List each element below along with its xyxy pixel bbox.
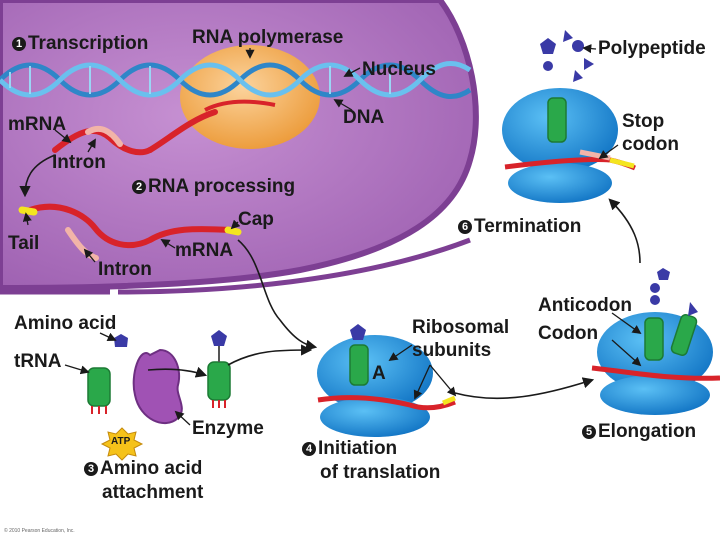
ribosome-elongation [591, 268, 720, 415]
dna-label: DNA [343, 107, 385, 128]
nascent-mrna-in-polymerase [204, 99, 276, 112]
intron-label-top: Intron [52, 152, 106, 173]
label-line2: subunits [412, 339, 492, 361]
atp-shape [100, 427, 144, 461]
cap-label: Cap [238, 209, 274, 230]
pre-mrna-strand [52, 109, 218, 156]
step-number: 4 [302, 442, 316, 456]
copyright-notice: © 2010 Pearson Education, Inc. [4, 528, 75, 534]
tail-label: Tail [8, 233, 40, 254]
amino-acid-shape [114, 334, 128, 347]
intron-label-mid: Intron [98, 259, 152, 280]
trna-free [87, 367, 111, 414]
step-label: Elongation [598, 421, 697, 442]
step-label-line1: Amino acid [100, 458, 203, 479]
step-number: 2 [132, 180, 146, 194]
step-label: RNA processing [148, 176, 296, 197]
dna-helix [0, 60, 472, 100]
step-number: 3 [84, 462, 98, 476]
trna-charged [207, 330, 231, 408]
atp-label: ATP [111, 436, 131, 447]
nucleus-label: Nucleus [362, 59, 436, 80]
amino-acid-label: Amino acid [14, 313, 117, 334]
rna-polymerase-shape [180, 45, 320, 149]
enzyme-label: Enzyme [192, 418, 264, 439]
mrna-label-mid: mRNA [175, 240, 234, 261]
step-number: 1 [12, 37, 26, 51]
codon-label: Codon [538, 323, 599, 344]
ribosome-initiation [317, 324, 456, 437]
step-label: Termination [474, 216, 582, 237]
enzyme-shape [132, 348, 183, 424]
label-leader-lines [22, 44, 642, 426]
flow-arrows [19, 154, 641, 400]
mrna-label-top: mRNA [8, 114, 67, 135]
a-site-label: A [372, 363, 386, 384]
label-line1: Stop [622, 111, 665, 132]
rna-polymerase-label: RNA polymerase [192, 27, 344, 48]
step-label: Transcription [28, 33, 149, 54]
polypeptide-label: Polypeptide [598, 38, 706, 59]
anticodon-label: Anticodon [538, 295, 632, 316]
step-label-line2: of translation [320, 461, 441, 483]
step-number: 5 [582, 425, 596, 439]
trna-label: tRNA [14, 351, 62, 372]
ribosome-termination [502, 30, 636, 203]
processed-mrna-strand [18, 203, 242, 261]
label-line2: codon [622, 133, 679, 155]
step-label-line2: attachment [102, 481, 204, 503]
label-line1: Ribosomal [412, 317, 510, 338]
step-number: 6 [458, 220, 472, 234]
step-label-line1: Initiation [318, 438, 398, 459]
